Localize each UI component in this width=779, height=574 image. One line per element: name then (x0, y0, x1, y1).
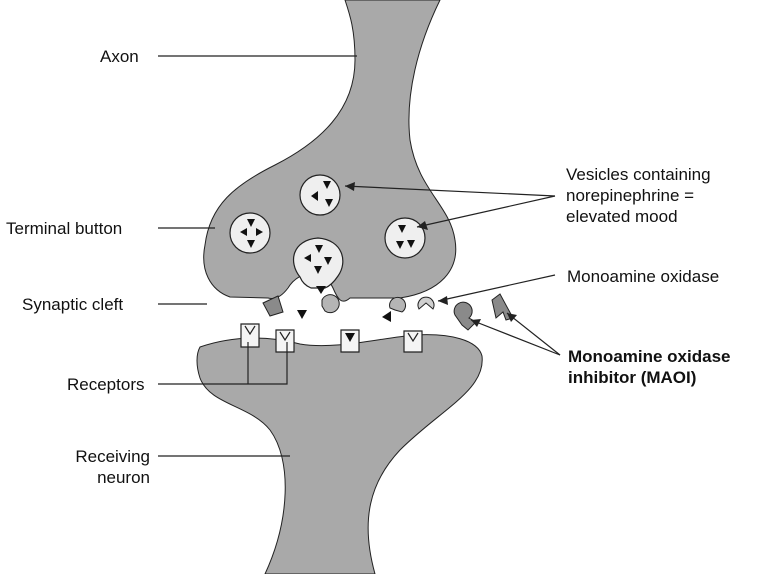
label-axon: Axon (100, 46, 139, 67)
monoamine-oxidase-shape (418, 297, 434, 309)
monoamine-oxidase-shape (322, 295, 339, 313)
label-vesicles-line-3: elevated mood (566, 206, 711, 227)
label-maoi-line-2: inhibitor (MAOI) (568, 367, 730, 388)
label-receiving-line-2: neuron (40, 467, 150, 488)
label-monoamine-oxidase: Monoamine oxidase (567, 266, 719, 287)
receptor-bound (341, 330, 359, 352)
label-maoi-line-1: Monoamine oxidase (568, 346, 730, 367)
receptor (241, 324, 259, 347)
maoi-bound-enzyme (454, 302, 476, 330)
neurotransmitter-molecule (297, 310, 307, 319)
label-vesicles: Vesicles containing norepinephrine = ele… (566, 164, 711, 227)
vesicle-1 (300, 175, 340, 215)
vesicle-3 (385, 218, 425, 258)
vesicle-2 (230, 213, 270, 253)
neurotransmitter-molecule (382, 311, 391, 322)
label-terminal-button: Terminal button (6, 218, 122, 239)
label-maoi: Monoamine oxidase inhibitor (MAOI) (568, 346, 730, 388)
label-receiving-neuron: Receiving neuron (40, 446, 150, 488)
receptor (276, 330, 294, 352)
label-receptors: Receptors (67, 374, 144, 395)
receptor (404, 331, 422, 352)
label-synaptic-cleft: Synaptic cleft (22, 294, 123, 315)
label-vesicles-line-2: norepinephrine = (566, 185, 711, 206)
label-vesicles-line-1: Vesicles containing (566, 164, 711, 185)
monoamine-oxidase-shape (390, 297, 406, 312)
enzyme-with-neurotransmitter (263, 296, 283, 316)
receiving-neuron-shape (197, 335, 482, 574)
label-receiving-line-1: Receiving (40, 446, 150, 467)
neurotransmitter-molecule (316, 286, 326, 294)
